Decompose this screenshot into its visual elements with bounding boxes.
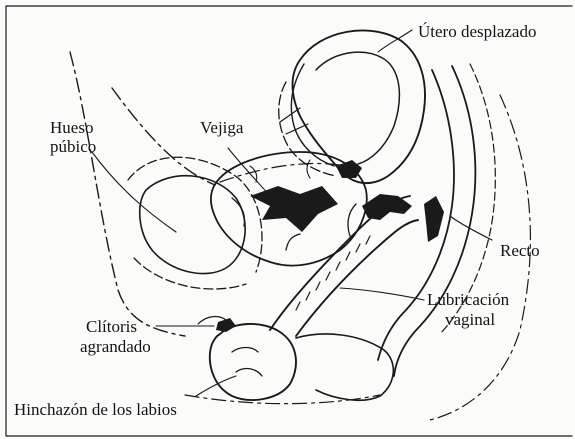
rectum xyxy=(378,64,495,376)
label-clitoris-line2: agrandado xyxy=(80,337,151,356)
label-pubic-bone-line2: púbico xyxy=(50,137,96,156)
label-bladder: Vejiga xyxy=(200,118,243,137)
label-vaginal-lubrication-line2: vaginal xyxy=(445,310,495,329)
frame xyxy=(6,6,572,436)
label-pubic-bone-line1: Hueso xyxy=(50,118,93,137)
label-uterus: Útero desplazado xyxy=(418,22,536,41)
body-outline xyxy=(70,52,530,420)
label-vaginal-lubrication-line1: Lubricación xyxy=(427,290,509,309)
label-labia-swelling: Hinchazón de los labios xyxy=(14,400,177,419)
uterus xyxy=(279,30,425,183)
label-rectum: Recto xyxy=(500,241,540,260)
external-genitalia xyxy=(198,317,393,401)
pubic-bone xyxy=(128,157,262,289)
label-clitoris-line1: Clítoris xyxy=(86,317,137,336)
